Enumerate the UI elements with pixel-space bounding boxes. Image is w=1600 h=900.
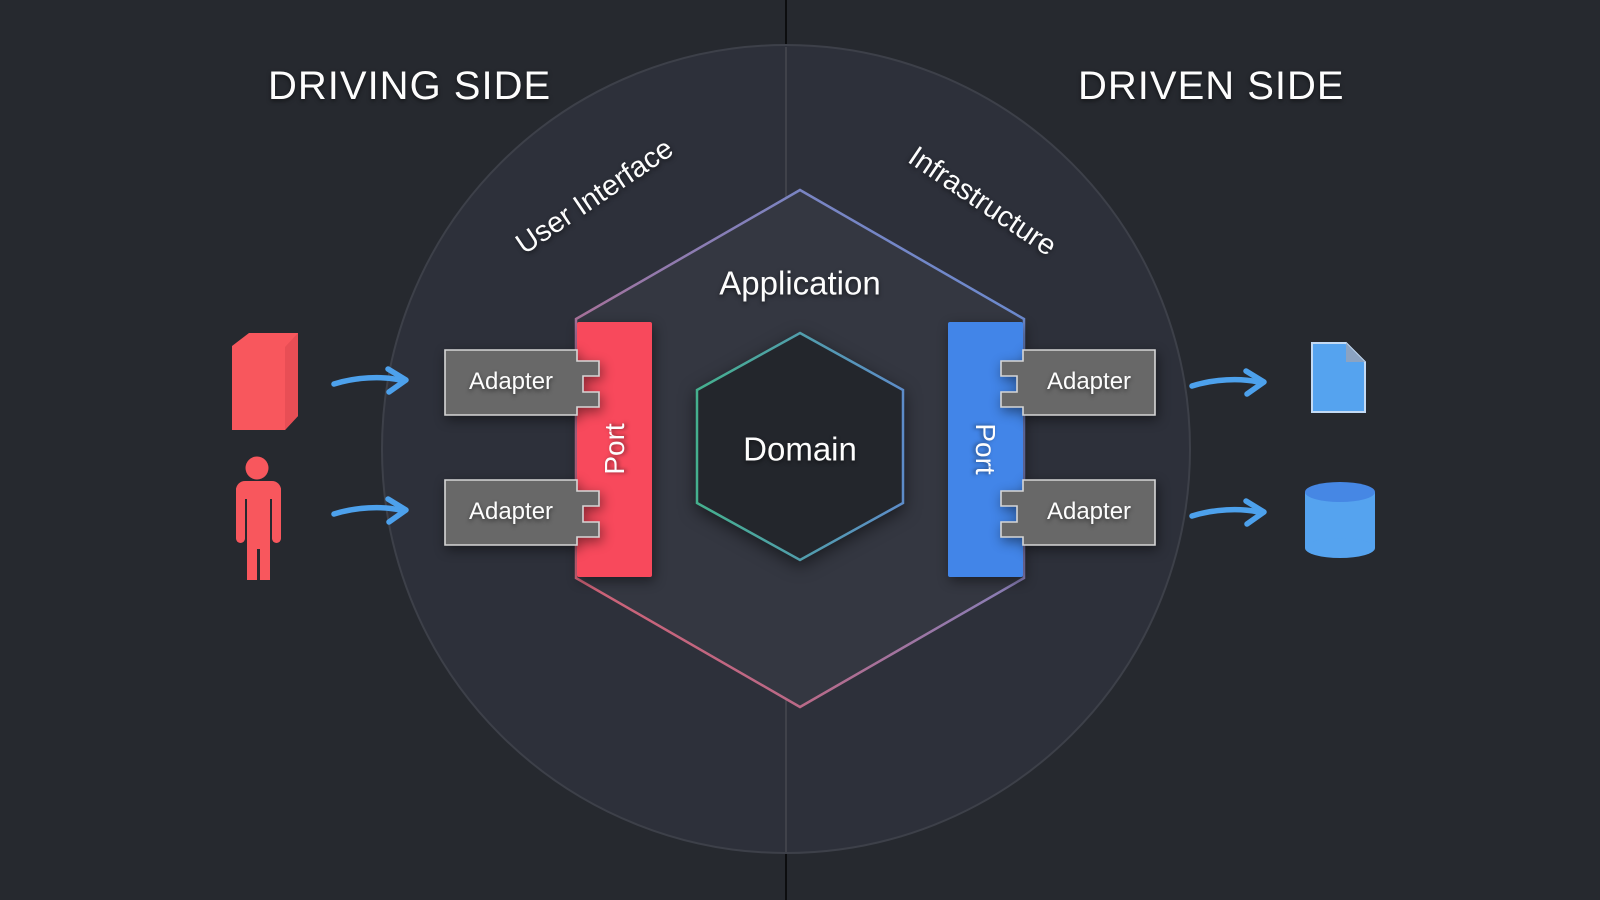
- adapter-right-top-label: Adapter: [1046, 368, 1132, 395]
- app-box-icon: [232, 333, 298, 430]
- adapter-left-top-label: Adapter: [468, 368, 554, 395]
- port-right: [948, 322, 1023, 577]
- arrow-icon-right-bottom: [1192, 501, 1264, 524]
- database-cylinder-icon: [1305, 482, 1375, 558]
- user-person-icon: [236, 456, 281, 580]
- arrow-icon-left-bottom: [334, 499, 406, 522]
- domain-label: Domain: [743, 430, 857, 468]
- application-label: Application: [719, 264, 881, 302]
- adapter-left-top: [444, 349, 600, 416]
- driving-side-title: DRIVING SIDE: [268, 64, 552, 108]
- arrow-icon-right-top: [1192, 371, 1264, 394]
- adapter-right-bottom-label: Adapter: [1046, 498, 1132, 525]
- domain-hexagon: [695, 331, 905, 562]
- adapter-right-top: [1000, 349, 1156, 416]
- driven-side-title: DRIVEN SIDE: [1078, 64, 1345, 108]
- adapter-right-bottom: [1000, 479, 1156, 546]
- document-icon: [1311, 342, 1366, 413]
- adapter-left-bottom-label: Adapter: [468, 498, 554, 525]
- port-left: [577, 322, 652, 577]
- port-right-label: Port: [970, 423, 1001, 475]
- arrow-icon-left-top: [334, 369, 406, 392]
- adapter-left-bottom: [444, 479, 600, 546]
- port-left-label: Port: [599, 423, 630, 475]
